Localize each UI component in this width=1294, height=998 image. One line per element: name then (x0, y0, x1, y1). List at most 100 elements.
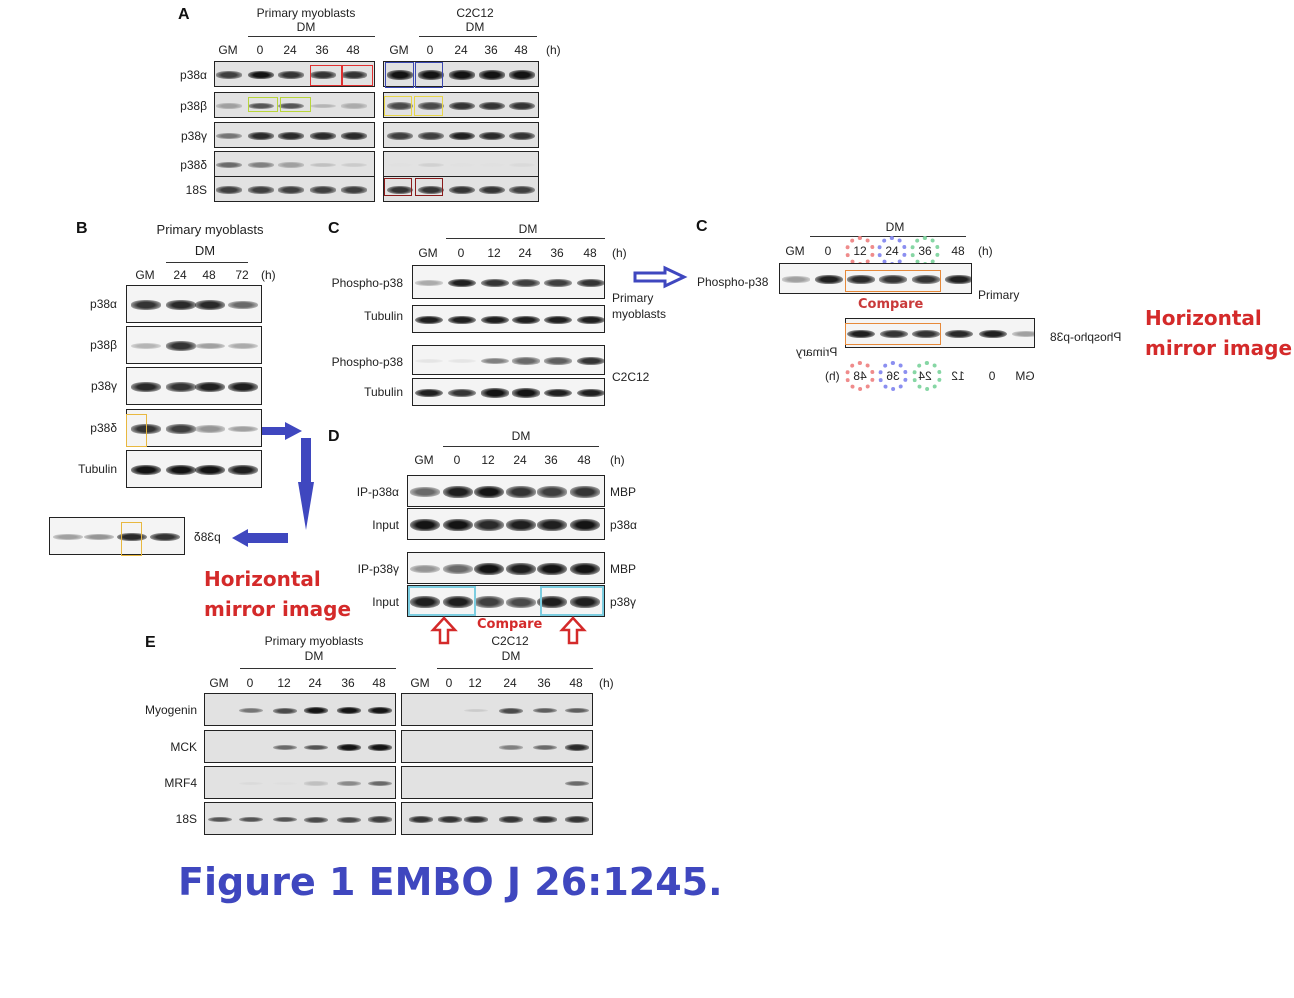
lane-label: 36 (537, 676, 551, 690)
lane-label: 48 (514, 43, 528, 57)
band (166, 424, 196, 434)
panel-b-mirror-label: p38δ (194, 530, 221, 544)
band (479, 162, 505, 168)
band (415, 280, 443, 286)
band (533, 707, 557, 714)
band (228, 381, 258, 393)
band (368, 780, 392, 787)
band (166, 382, 196, 392)
band (410, 486, 440, 497)
band (782, 276, 810, 283)
band (387, 131, 413, 141)
band (387, 185, 413, 195)
row-label: Tubulin (78, 462, 117, 476)
band (537, 595, 567, 609)
panel-d-label: D (328, 428, 340, 445)
band (879, 275, 907, 284)
highlight-box-blue (415, 62, 443, 88)
panel-c2-unit: (h) (978, 244, 993, 258)
circle-highlight (878, 361, 908, 391)
panel-e-unit: (h) (599, 676, 614, 690)
band (570, 518, 600, 532)
blot-strip (412, 378, 605, 406)
compare-label-d: Compare (477, 617, 543, 632)
row-label: Input (372, 595, 399, 609)
band (1012, 330, 1034, 338)
band (304, 816, 328, 823)
band (166, 341, 196, 351)
band (512, 388, 540, 398)
blot-strip (401, 802, 593, 835)
band (117, 532, 147, 542)
panel-c2-side: Primary (978, 288, 1020, 302)
panel-c-side-primary: Primary myoblasts (612, 291, 667, 321)
band (544, 315, 572, 325)
band (228, 464, 258, 476)
highlight-box-yellow (414, 96, 443, 116)
highlight-box-orange (845, 270, 941, 292)
highlight-box-cyan (540, 586, 604, 616)
row-label: p38δ (90, 421, 117, 435)
panel-c-dm-line (446, 238, 605, 239)
band (131, 464, 161, 476)
band (278, 162, 304, 168)
band (979, 329, 1007, 339)
band (481, 357, 509, 365)
panel-a-unit: (h) (546, 43, 561, 57)
band (945, 275, 971, 284)
highlight-box-darkred (384, 178, 412, 196)
row-label: IP-p38γ (357, 562, 399, 576)
panel-e-left-dm-line (240, 668, 396, 669)
band (341, 71, 367, 79)
row-label: 18S (185, 183, 207, 197)
band (278, 102, 304, 110)
band (337, 816, 361, 823)
panel-b-sub: DM (194, 243, 216, 258)
blot-strip (779, 263, 972, 294)
band (570, 595, 600, 609)
band (248, 186, 274, 194)
panel-d-unit: (h) (610, 453, 625, 467)
highlight-box-red (342, 65, 373, 86)
panel-d-sub: DM (511, 429, 531, 443)
band (481, 388, 509, 398)
panel-c-sub: DM (518, 222, 538, 236)
band (509, 70, 535, 80)
band (409, 816, 433, 823)
lane-label: 0 (988, 369, 996, 383)
lane-label: 72 (235, 268, 249, 282)
lane-label: 24 (503, 676, 517, 690)
band (228, 342, 258, 350)
band (208, 816, 232, 823)
panel-c-label: C (328, 220, 340, 237)
annotation-line: mirror image (1145, 336, 1293, 360)
annotation-line: Horizontal (1145, 306, 1262, 330)
band (443, 485, 473, 499)
band (464, 708, 488, 713)
panel-c-unit: (h) (612, 246, 627, 260)
figure-title: Figure 1 EMBO J 26:1245. (178, 860, 723, 904)
band (565, 780, 589, 787)
arrow-up-outline-icon (430, 616, 458, 645)
panel-e-right-dm-line (437, 668, 593, 669)
band (216, 186, 242, 194)
band (387, 162, 413, 168)
lane-label: 48 (583, 246, 597, 260)
band (248, 132, 274, 140)
highlight-box-red (310, 65, 342, 86)
panel-c2-label: C (696, 218, 708, 235)
band (577, 278, 604, 288)
lane-label: 24 (918, 369, 932, 383)
lane-label: 48 (372, 676, 386, 690)
panel-a-right-sub: DM (465, 20, 485, 34)
band (410, 595, 440, 609)
row-label: p38α (90, 297, 117, 311)
band (195, 381, 225, 393)
blot-strip (407, 585, 605, 617)
band (273, 781, 297, 786)
band (499, 707, 523, 714)
lane-label: 48 (951, 244, 965, 258)
lane-label: 12 (487, 246, 501, 260)
band (448, 388, 476, 398)
band (341, 162, 367, 168)
